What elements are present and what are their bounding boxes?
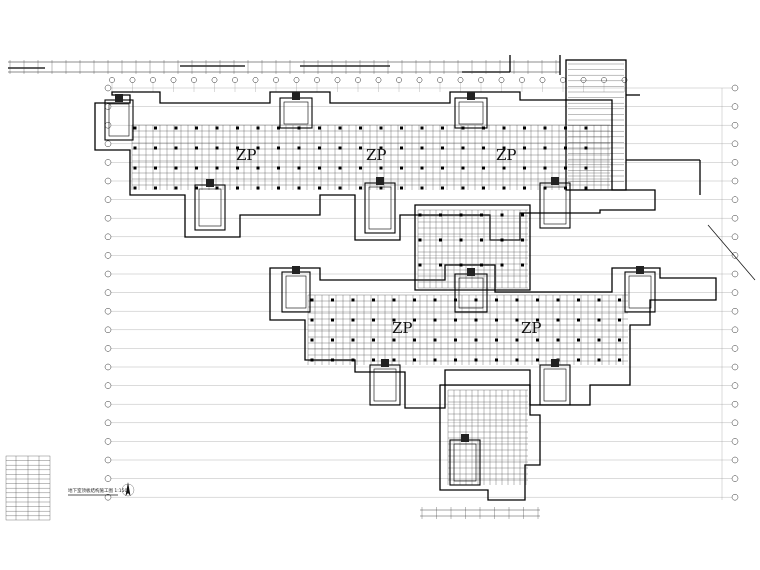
zone-mark-5: ZP [521,319,542,337]
top-dimension-ticks [9,60,557,74]
bottom-dimension-strip [420,507,540,519]
north-arrow-icon [121,482,135,497]
top-dimension-strip [8,55,561,75]
legend-table [5,455,51,521]
zone-mark-4: ZP [392,319,413,337]
drawing-caption-text: 地下室顶板结构施工图 1:150 [68,487,128,494]
zone-mark-3: ZP [496,146,517,164]
zone-mark-1: ZP [236,146,257,164]
ramp-block [565,59,756,281]
axis-grid [110,80,735,500]
interior-details [104,92,656,486]
zone-marks: ZP ZP ZP ZP ZP [236,146,542,337]
axis-bubbles [104,77,739,501]
building-outline [94,91,717,501]
drawing-caption: 地下室顶板结构施工图 1:150 [68,487,128,496]
zone-mark-2: ZP [366,146,387,164]
